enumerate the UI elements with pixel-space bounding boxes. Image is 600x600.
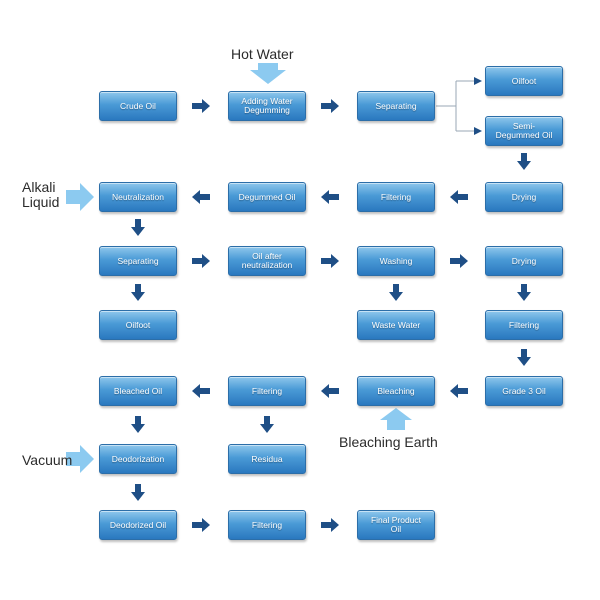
arrow-crude-to-degumming: [192, 99, 210, 113]
arrow-filtering-to-bleached: [192, 384, 210, 398]
oil-after-neutralization-box: Oil after neutralization: [228, 246, 306, 276]
arrow-bleached-to-deodorization: [131, 416, 145, 433]
bleached-oil-box: Bleached Oil: [99, 376, 177, 406]
separating-2-box: Separating: [99, 246, 177, 276]
alkali-liquid-input-arrow: [66, 183, 94, 211]
arrow-filtering-to-final: [321, 518, 339, 532]
vacuum-label: Vacuum: [22, 452, 73, 468]
adding-water-degumming-box: Adding Water Degumming: [228, 91, 306, 121]
degummed-oil-box: Degummed Oil: [228, 182, 306, 212]
washing-box: Washing: [357, 246, 435, 276]
filtering-2-box: Filtering: [485, 310, 563, 340]
arrow-deodorization-to-deodorized: [131, 484, 145, 501]
bleaching-box: Bleaching: [357, 376, 435, 406]
deodorization-box: Deodorization: [99, 444, 177, 474]
hot-water-input-arrow: [250, 63, 286, 84]
deodorized-oil-box: Deodorized Oil: [99, 510, 177, 540]
branch-connector: [436, 81, 457, 107]
branch-arrowhead-bottom: [474, 127, 482, 135]
arrow-deodorized-to-filtering: [192, 518, 210, 532]
final-product-oil-box: Final Product Oil: [357, 510, 435, 540]
neutralization-box: Neutralization: [99, 182, 177, 212]
separating-1-box: Separating: [357, 91, 435, 121]
residua-box: Residua: [228, 444, 306, 474]
bleaching-earth-input-arrow: [380, 408, 412, 430]
arrow-filtering-to-degummed: [321, 190, 339, 204]
arrow-filtering-to-grade3: [517, 349, 531, 366]
drying-2-box: Drying: [485, 246, 563, 276]
arrow-bleaching-to-filtering: [321, 384, 339, 398]
bleaching-earth-label: Bleaching Earth: [339, 434, 438, 450]
arrow-grade3-to-bleaching: [450, 384, 468, 398]
hot-water-label: Hot Water: [231, 46, 294, 62]
drying-1-box: Drying: [485, 182, 563, 212]
oilfoot-2-box: Oilfoot: [99, 310, 177, 340]
arrow-drying-to-filtering: [450, 190, 468, 204]
filtering-4-box: Filtering: [228, 510, 306, 540]
oilfoot-1-box: Oilfoot: [485, 66, 563, 96]
grade-3-oil-box: Grade 3 Oil: [485, 376, 563, 406]
filtering-3-box: Filtering: [228, 376, 306, 406]
arrow-degumming-to-separating: [321, 99, 339, 113]
arrow-filtering-to-residua: [260, 416, 274, 433]
alkali-liquid-label: Alkali Liquid: [22, 179, 60, 210]
arrow-washing-to-drying: [450, 254, 468, 268]
waste-water-box: Waste Water: [357, 310, 435, 340]
arrow-oil-after-to-washing: [321, 254, 339, 268]
arrow-separating-to-oil-after: [192, 254, 210, 268]
branch-arrowhead-top: [474, 77, 482, 85]
arrow-degummed-to-neutralization: [192, 190, 210, 204]
arrow-neutralization-to-separating: [131, 219, 145, 236]
arrow-separating-to-oilfoot: [131, 284, 145, 301]
arrow-drying-to-filtering-2: [517, 284, 531, 301]
arrow-semi-to-drying: [517, 153, 531, 170]
arrow-washing-to-waste-water: [389, 284, 403, 301]
crude-oil-box: Crude Oil: [99, 91, 177, 121]
filtering-1-box: Filtering: [357, 182, 435, 212]
semi-degummed-oil-box: Semi- Degummed Oil: [485, 116, 563, 146]
